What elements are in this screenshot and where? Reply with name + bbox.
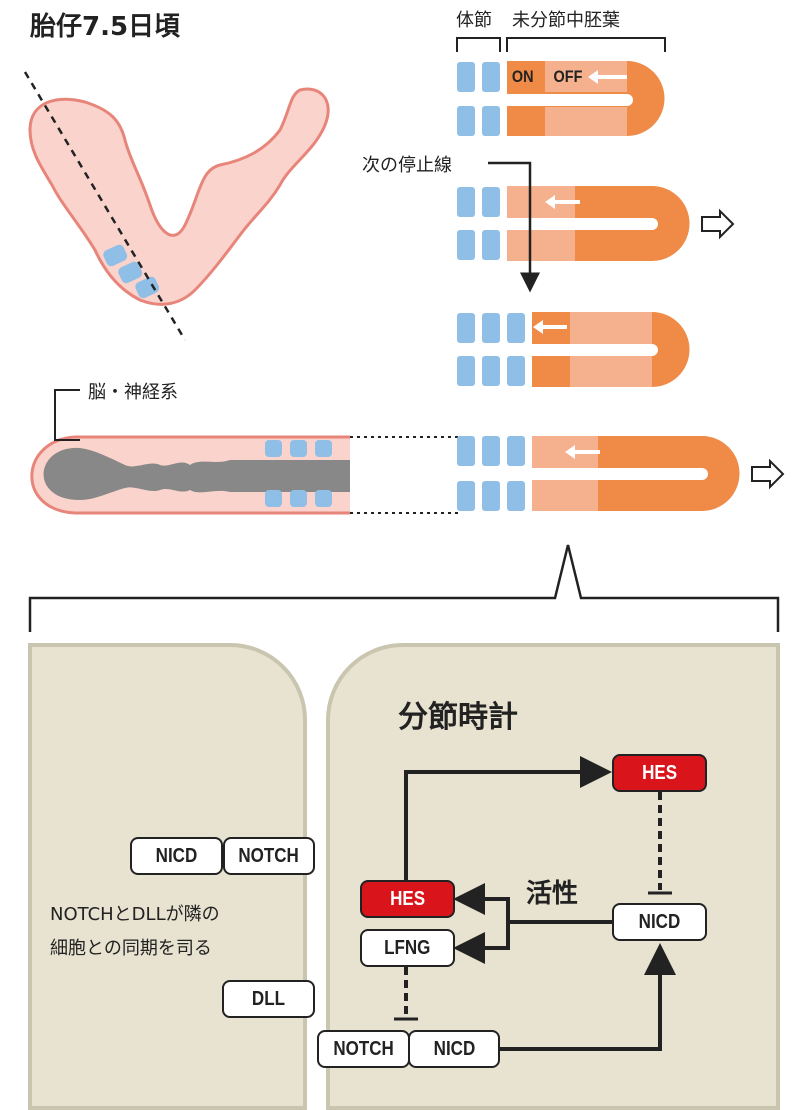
psm-row-3 — [457, 312, 690, 388]
psm-row-2 — [457, 186, 735, 261]
embryo-body — [28, 87, 330, 306]
on-label: ON — [511, 67, 534, 86]
somite-label: 体節 — [456, 10, 492, 31]
psm-row-4 — [457, 436, 785, 511]
notch-left-box: NOTCH — [223, 837, 315, 875]
nicd-left-box: NICD — [130, 837, 223, 875]
embryo-side-view — [23, 71, 330, 341]
header-brackets — [456, 37, 666, 52]
brain-label: 脳・神経系 — [88, 382, 178, 403]
notch-bottom-box: NOTCH — [317, 1030, 410, 1068]
hes-mid-box: HES — [360, 880, 455, 918]
clock-title: 分節時計 — [398, 700, 518, 735]
brain-leader-line — [54, 389, 80, 441]
neural-tube — [43, 447, 351, 500]
next-boundary-arrow — [488, 161, 540, 293]
off-label: OFF — [553, 67, 583, 86]
dll-box: DLL — [222, 980, 315, 1018]
psm-row-1 — [457, 61, 665, 136]
psm-label: 未分節中胚葉 — [512, 10, 620, 31]
nicd-right-box: NICD — [612, 903, 707, 941]
note-line-2: 細胞との同期を司る — [50, 938, 212, 959]
section-cut-line — [23, 71, 187, 341]
embryo-somites — [103, 244, 160, 299]
nicd-bottom-box: NICD — [408, 1030, 500, 1068]
section-somites — [265, 440, 332, 507]
zoom-callout-bracket — [28, 544, 780, 632]
lfng-box: LFNG — [360, 929, 455, 967]
next-boundary-label: 次の停止線 — [362, 155, 452, 176]
hes-top-box: HES — [612, 754, 707, 792]
clock-network-lines — [394, 756, 676, 1051]
page-title: 胎仔7.5日頃 — [30, 12, 181, 42]
embryo-section — [30, 389, 460, 515]
activation-label: 活性 — [526, 879, 579, 909]
left-cell — [28, 643, 307, 1110]
note-line-1: NOTCHとDLLが隣の — [50, 904, 220, 925]
